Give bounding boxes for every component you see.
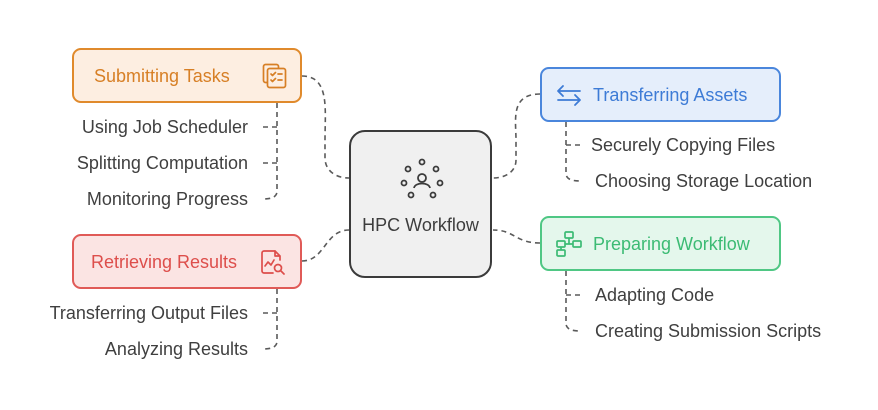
transferring-item-storage-location: Choosing Storage Location: [595, 171, 813, 191]
retrieving-item-transferring-output: Transferring Output Files: [49, 303, 248, 323]
center-node[interactable]: HPC Workflow: [349, 130, 492, 278]
connector-center-retrieving: [301, 229, 350, 262]
retrieving-results-label: Retrieving Results: [91, 252, 238, 272]
connector-transferring-items: [565, 122, 582, 182]
preparing-workflow-node[interactable]: Preparing Workflow: [540, 216, 781, 271]
transferring-assets-node[interactable]: Transferring Assets: [540, 67, 781, 122]
flowchart-icon: [556, 231, 582, 257]
connector-submitting-items: [261, 103, 278, 200]
submitting-item-job-scheduler: Using Job Scheduler: [81, 117, 248, 137]
retrieving-results-node[interactable]: Retrieving Results: [72, 234, 302, 289]
transferring-item-securely-copying: Securely Copying Files: [591, 135, 776, 155]
arrows-left-right-icon: [557, 85, 581, 106]
center-title: HPC Workflow: [362, 215, 479, 235]
preparing-item-adapting-code: Adapting Code: [595, 285, 715, 305]
submitting-item-monitoring-progress: Monitoring Progress: [86, 189, 248, 209]
connector-center-transferring: [492, 93, 541, 179]
chart-search-icon: [261, 250, 285, 275]
submitting-tasks-label: Submitting Tasks: [94, 66, 230, 86]
preparing-item-submission-scripts: Creating Submission Scripts: [595, 321, 822, 341]
task-list-icon: [262, 63, 287, 89]
retrieving-item-analyzing-results: Analyzing Results: [104, 339, 248, 359]
submitting-tasks-node[interactable]: Submitting Tasks: [72, 48, 302, 103]
transferring-assets-label: Transferring Assets: [593, 85, 748, 105]
connector-preparing-items: [565, 271, 582, 332]
submitting-item-splitting-computation: Splitting Computation: [76, 153, 248, 173]
connector-center-preparing: [492, 229, 541, 244]
connector-retrieving-items: [261, 289, 278, 350]
preparing-workflow-label: Preparing Workflow: [593, 234, 750, 254]
people-network-icon: [400, 158, 444, 199]
connector-center-submitting: [301, 75, 350, 179]
